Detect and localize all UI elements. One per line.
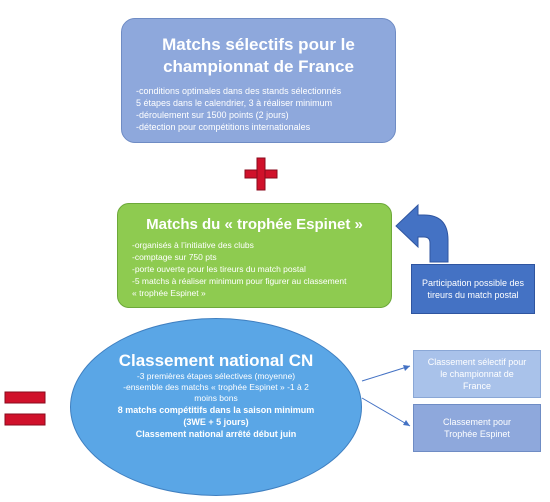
espinet-line: « trophée Espinet » — [132, 288, 206, 298]
selective-title-line2: championnat de France — [163, 57, 354, 76]
selective-ranking-line: France — [462, 381, 491, 391]
national-line: moins bons — [194, 393, 238, 403]
selective-title-line1: Matchs sélectifs pour le — [162, 35, 355, 54]
selective-line: 5 étapes dans le calendrier, 3 à réalise… — [136, 98, 333, 108]
plus-sign — [244, 157, 278, 191]
selective-ranking-box: Classement sélectif pour le championnat … — [413, 350, 541, 398]
national-line: -ensemble des matchs « trophée Espinet »… — [123, 382, 309, 392]
national-line: -3 premières étapes sélectives (moyenne) — [136, 371, 296, 381]
selective-line: -détection pour compétitions internation… — [136, 122, 311, 132]
espinet-title: Matchs du « trophée Espinet » — [146, 216, 363, 233]
espinet-matches-box: Matchs du « trophée Espinet » -organisés… — [117, 203, 392, 308]
espinet-line: -porte ouverte pour les tireurs du match… — [132, 264, 306, 274]
espinet-lines: -organisés à l’initiative des clubs -com… — [132, 239, 391, 299]
selective-line: -conditions optimales dans des stands sé… — [136, 86, 342, 96]
selective-matches-box: Matchs sélectifs pour le championnat de … — [121, 18, 396, 143]
national-bold-line: (3WE + 5 jours) — [183, 417, 249, 427]
postal-participation-box: Participation possible des tireurs du ma… — [411, 264, 535, 314]
selective-ranking-line: le championnat de — [440, 369, 514, 379]
espinet-line: -comptage sur 750 pts — [132, 252, 217, 262]
participation-line1: Participation possible des — [421, 278, 525, 288]
espinet-ranking-box: Classement pour Trophée Espinet — [413, 404, 541, 452]
selective-lines: -conditions optimales dans des stands sé… — [136, 85, 395, 133]
national-ranking-ellipse: Classement national CN -3 premières étap… — [70, 318, 362, 496]
equals-sign — [4, 391, 46, 426]
national-title: Classement national CN — [118, 351, 314, 370]
u-turn-arrow — [395, 203, 449, 263]
selective-title: Matchs sélectifs pour le championnat de … — [122, 34, 395, 78]
selective-ranking-line: Classement sélectif pour — [427, 357, 527, 367]
espinet-line: -organisés à l’initiative des clubs — [132, 240, 254, 250]
connector-arrows — [361, 365, 411, 427]
participation-line2: tireurs du match postal — [427, 290, 519, 300]
national-bold-line: Classement national arrêté début juin — [135, 429, 297, 439]
espinet-ranking-line: Classement pour — [442, 417, 512, 427]
espinet-ranking-line: Trophée Espinet — [444, 429, 510, 439]
espinet-line: -5 matchs à réaliser minimum pour figure… — [132, 276, 347, 286]
selective-line: -déroulement sur 1500 points (2 jours) — [136, 110, 289, 120]
national-bold-line: 8 matchs compétitifs dans la saison mini… — [117, 405, 315, 415]
